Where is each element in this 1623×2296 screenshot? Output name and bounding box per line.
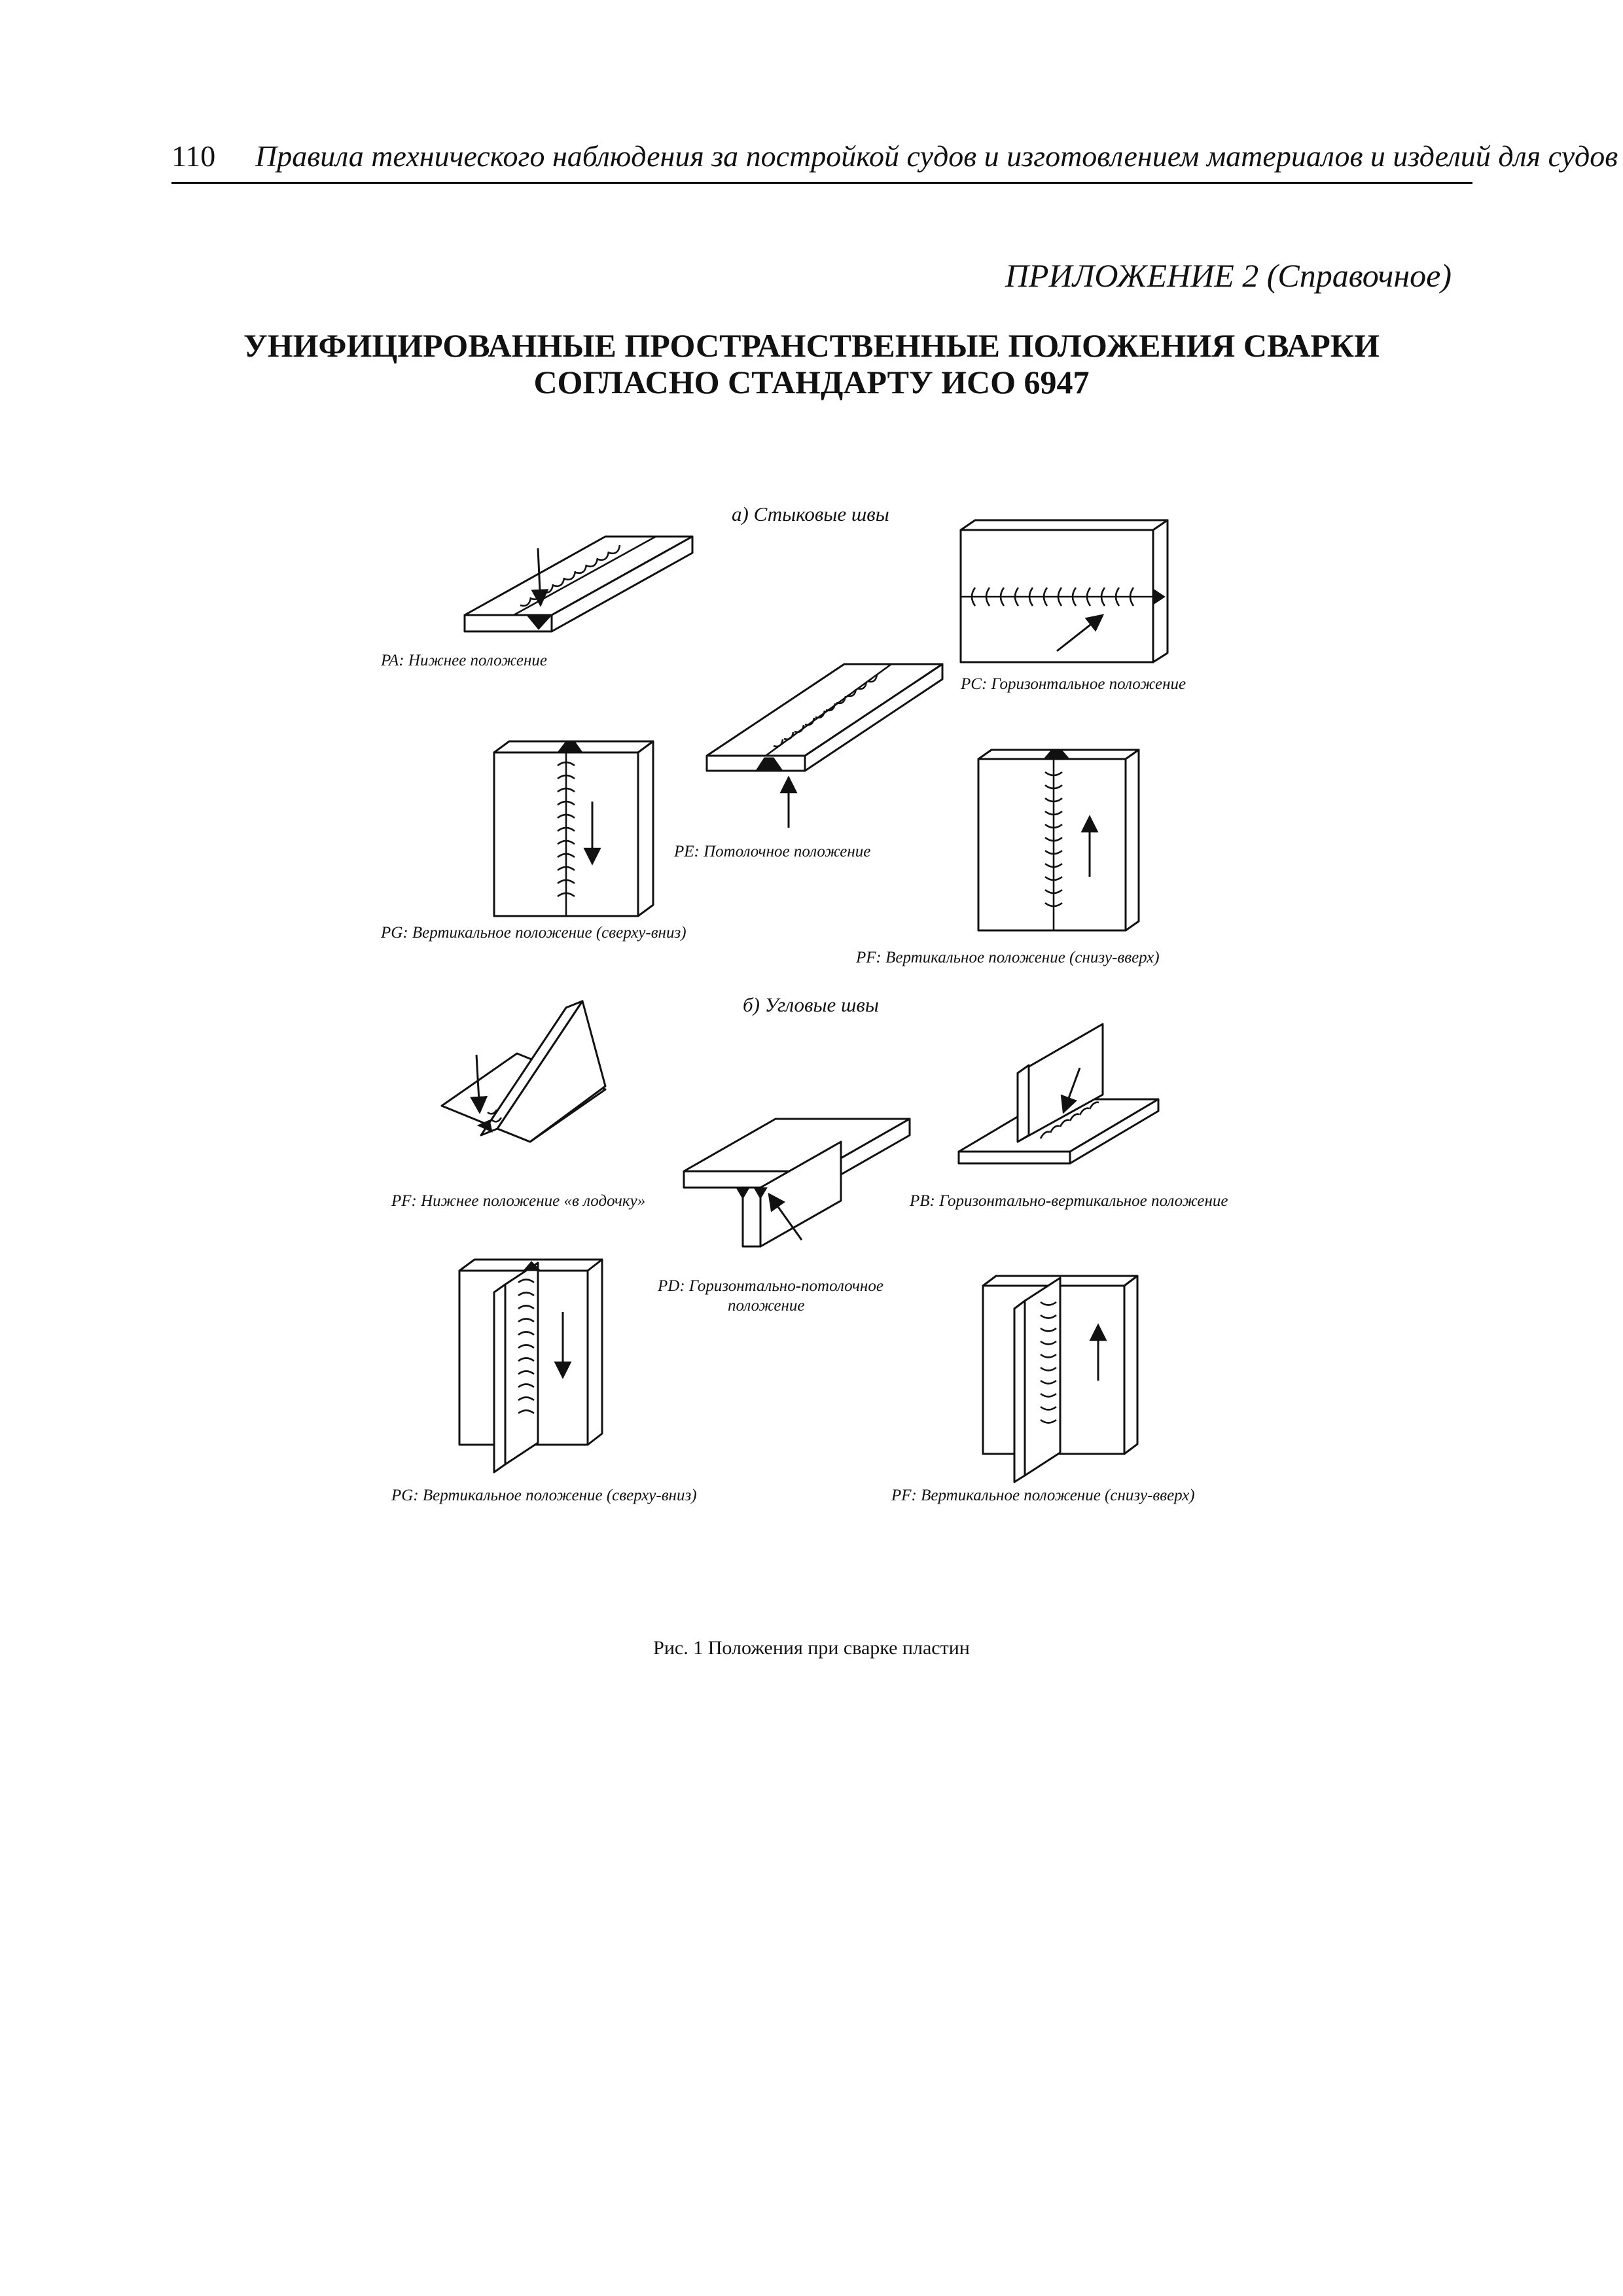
label-pe: PE: Потолочное положение	[674, 843, 871, 860]
appendix-label: ПРИЛОЖЕНИЕ 2 (Справочное)	[1005, 257, 1452, 294]
label-pf-butt: PF: Вертикальное положение (снизу-вверх)	[856, 949, 1160, 966]
running-title: Правила технического наблюдения за постр…	[255, 139, 1618, 173]
label-pf-fillet: PF: Вертикальное положение (снизу-вверх)	[891, 1487, 1195, 1504]
label-pd-line-2: положение	[728, 1297, 805, 1315]
butt-welds-heading: а) Стыковые швы	[732, 503, 889, 525]
pf-fillet-flat-drawing	[442, 1001, 605, 1142]
label-pb: PB: Горизонтально-вертикальное положение	[910, 1192, 1228, 1210]
label-pa: PA: Нижнее положение	[381, 652, 548, 669]
pg-fillet-vertical-down-drawing	[459, 1260, 602, 1472]
label-pg-butt: PG: Вертикальное положение (сверху-вниз)	[381, 924, 687, 942]
page-title-line-1: УНИФИЦИРОВАННЫЕ ПРОСТРАНСТВЕННЫЕ ПОЛОЖЕН…	[243, 327, 1380, 364]
pd-fillet-overhead-drawing	[684, 1119, 910, 1246]
running-header-rule	[171, 143, 1472, 184]
pf-fillet-vertical-up-drawing	[983, 1276, 1137, 1482]
pf-vertical-up-butt-drawing	[978, 750, 1139, 930]
figure-caption: Рис. 1 Положения при сварке пластин	[653, 1637, 970, 1659]
label-pd-line-1: PD: Горизонтально-потолочное	[658, 1277, 883, 1295]
page-number: 110	[171, 139, 216, 173]
pb-fillet-horizontal-drawing	[959, 1024, 1158, 1163]
label-pc: PC: Горизонтальное положение	[961, 675, 1186, 693]
label-pg-fillet: PG: Вертикальное положение (сверху-вниз)	[391, 1487, 697, 1504]
page-title-line-2: СОГЛАСНО СТАНДАРТУ ИСО 6947	[533, 364, 1090, 400]
pc-horizontal-butt-drawing	[961, 520, 1168, 662]
pg-vertical-down-butt-drawing	[494, 741, 653, 916]
fillet-welds-heading: б) Угловые швы	[743, 993, 879, 1016]
pa-flat-butt-drawing	[465, 537, 692, 631]
label-pf-fillet-flat: PF: Нижнее положение «в лодочку»	[391, 1192, 646, 1210]
pe-overhead-butt-drawing	[707, 664, 942, 828]
